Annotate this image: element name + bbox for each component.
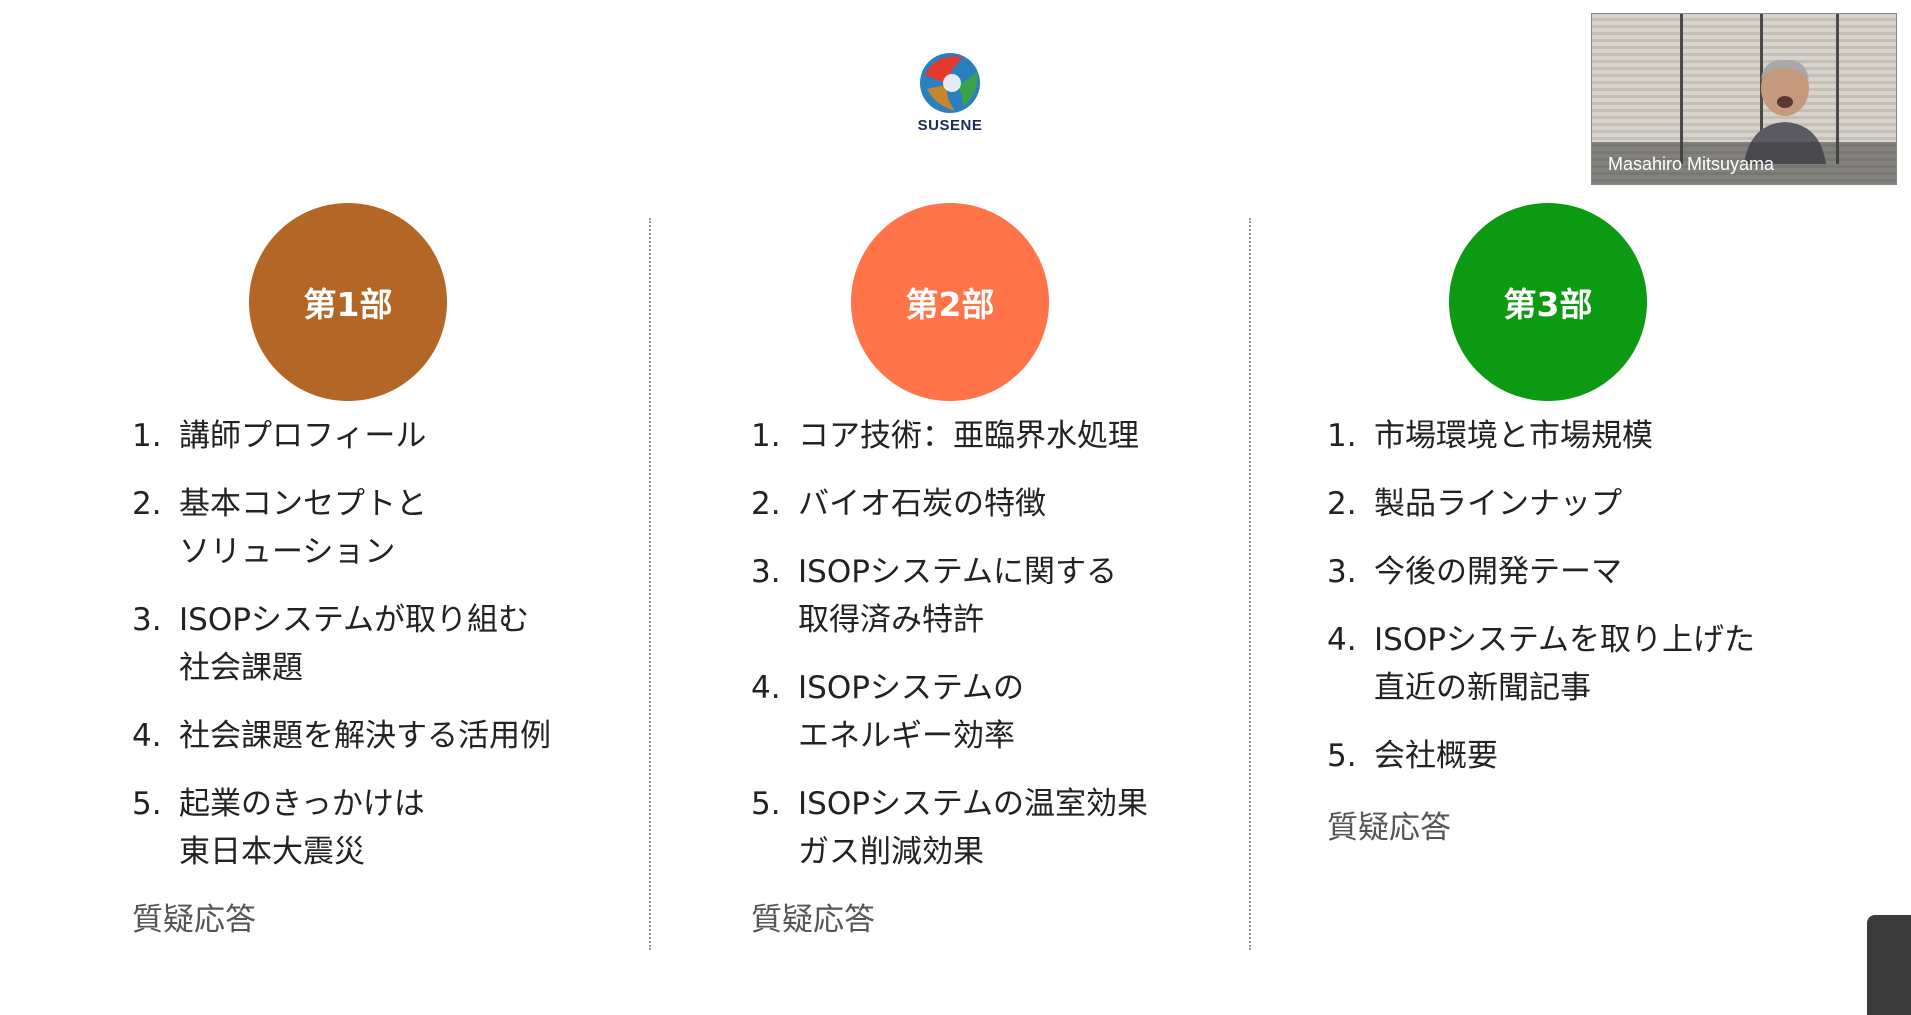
window-frame [1680,14,1683,164]
part-3-list: 1. 市場環境と市場規模 2. 製品ラインナップ 3. 今後の開発テーマ 4. ISOP… [1327,412,1755,800]
item-text: 講師プロフィール [179,418,427,454]
item-text: 基本コンセプトと ソリューション [179,486,427,570]
item-number: 1. [132,418,162,454]
part-2-circle: 第2部 [851,203,1049,401]
item-text: ISOPシステムが取り組む 社会課題 [179,602,529,686]
item-number: 4. [751,670,781,706]
list-item: 2. 基本コンセプトと ソリューション [132,480,551,576]
list-item: 1. 市場環境と市場規模 [1327,412,1755,460]
list-item: 4. ISOPシステムを取り上げた 直近の新聞記事 [1327,616,1755,712]
list-item: 1. 講師プロフィール [132,412,551,460]
item-number: 1. [1327,418,1357,454]
part-3-title: 第3部 [1503,285,1593,324]
item-text: ISOPシステムを取り上げた 直近の新聞記事 [1374,622,1755,706]
list-item: 3. 今後の開発テーマ [1327,548,1755,596]
item-text: バイオ石炭の特徴 [798,486,1046,522]
item-text: 会社概要 [1374,738,1498,774]
susene-logo: SUSENE [905,45,995,145]
item-text: 製品ラインナップ [1374,486,1622,522]
item-number: 2. [1327,486,1357,522]
item-number: 5. [132,786,162,822]
logo-text: SUSENE [917,117,983,134]
item-text: 起業のきっかけは 東日本大震災 [179,786,425,870]
part-2-list: 1. コア技術：亜臨界水処理 2. バイオ石炭の特徴 3. ISOPシステムに関する … [751,412,1148,896]
part-3-qa: 質疑応答 [1327,810,1451,846]
list-item: 2. バイオ石炭の特徴 [751,480,1148,528]
item-text: ISOPシステムに関する 取得済み特許 [798,554,1117,638]
item-number: 2. [132,486,162,522]
participant-name-bar [1592,142,1896,184]
item-number: 3. [751,554,781,590]
item-text: コア技術：亜臨界水処理 [798,418,1139,454]
part-1-qa: 質疑応答 [132,902,256,938]
list-item: 1. コア技術：亜臨界水処理 [751,412,1148,460]
column-divider [649,218,651,950]
side-panel-toggle[interactable] [1867,915,1911,1015]
part-3-circle: 第3部 [1449,203,1647,401]
item-text: ISOPシステムの温室効果 ガス削減効果 [798,786,1148,870]
list-item: 5. ISOPシステムの温室効果 ガス削減効果 [751,780,1148,876]
list-item: 5. 会社概要 [1327,732,1755,780]
logo-globe-icon [920,53,980,113]
item-text: 社会課題を解決する活用例 [179,718,551,754]
participant-name: Masahiro Mitsuyama [1608,154,1775,174]
item-text: ISOPシステムの エネルギー効率 [798,670,1024,754]
part-2-title: 第2部 [905,285,995,324]
item-number: 3. [1327,554,1357,590]
participant-video-tile[interactable]: Masahiro Mitsuyama [1591,13,1897,185]
column-divider [1249,218,1251,950]
item-number: 1. [751,418,781,454]
part-1-circle: 第1部 [249,203,447,401]
item-number: 2. [751,486,781,522]
part-1-title: 第1部 [303,285,393,324]
item-number: 5. [751,786,781,822]
item-number: 5. [1327,738,1357,774]
list-item: 2. 製品ラインナップ [1327,480,1755,528]
list-item: 3. ISOPシステムに関する 取得済み特許 [751,548,1148,644]
part-2-qa: 質疑応答 [751,902,875,938]
list-item: 4. ISOPシステムの エネルギー効率 [751,664,1148,760]
list-item: 4. 社会課題を解決する活用例 [132,712,551,760]
window-frame [1836,14,1839,164]
item-number: 3. [132,602,162,638]
item-number: 4. [132,718,162,754]
item-text: 今後の開発テーマ [1374,554,1622,590]
list-item: 5. 起業のきっかけは 東日本大震災 [132,780,551,876]
part-1-list: 1. 講師プロフィール 2. 基本コンセプトと ソリューション 3. ISOPシステム… [132,412,551,896]
item-number: 4. [1327,622,1357,658]
list-item: 3. ISOPシステムが取り組む 社会課題 [132,596,551,692]
item-text: 市場環境と市場規模 [1374,418,1653,454]
